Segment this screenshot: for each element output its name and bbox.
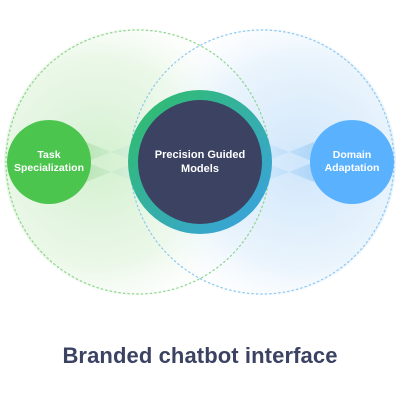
node-right-line1: Domain xyxy=(333,149,372,161)
node-left-line1: Task xyxy=(37,149,60,161)
node-task-specialization: Task Specialization xyxy=(7,120,91,204)
node-left-line2: Specialization xyxy=(14,162,84,174)
node-domain-adaptation: Domain Adaptation xyxy=(310,120,394,204)
left-connector xyxy=(86,142,136,182)
caption-title: Branded chatbot interface xyxy=(62,343,338,368)
right-connector xyxy=(264,142,314,182)
node-right-line2: Adaptation xyxy=(325,162,380,174)
venn-diagram: Task Specialization Domain Adaptation Pr… xyxy=(4,28,396,296)
node-precision-guided-models: Precision Guided Models xyxy=(128,90,272,234)
node-center-line2: Models xyxy=(181,163,219,175)
node-center-line1: Precision Guided xyxy=(155,149,245,161)
